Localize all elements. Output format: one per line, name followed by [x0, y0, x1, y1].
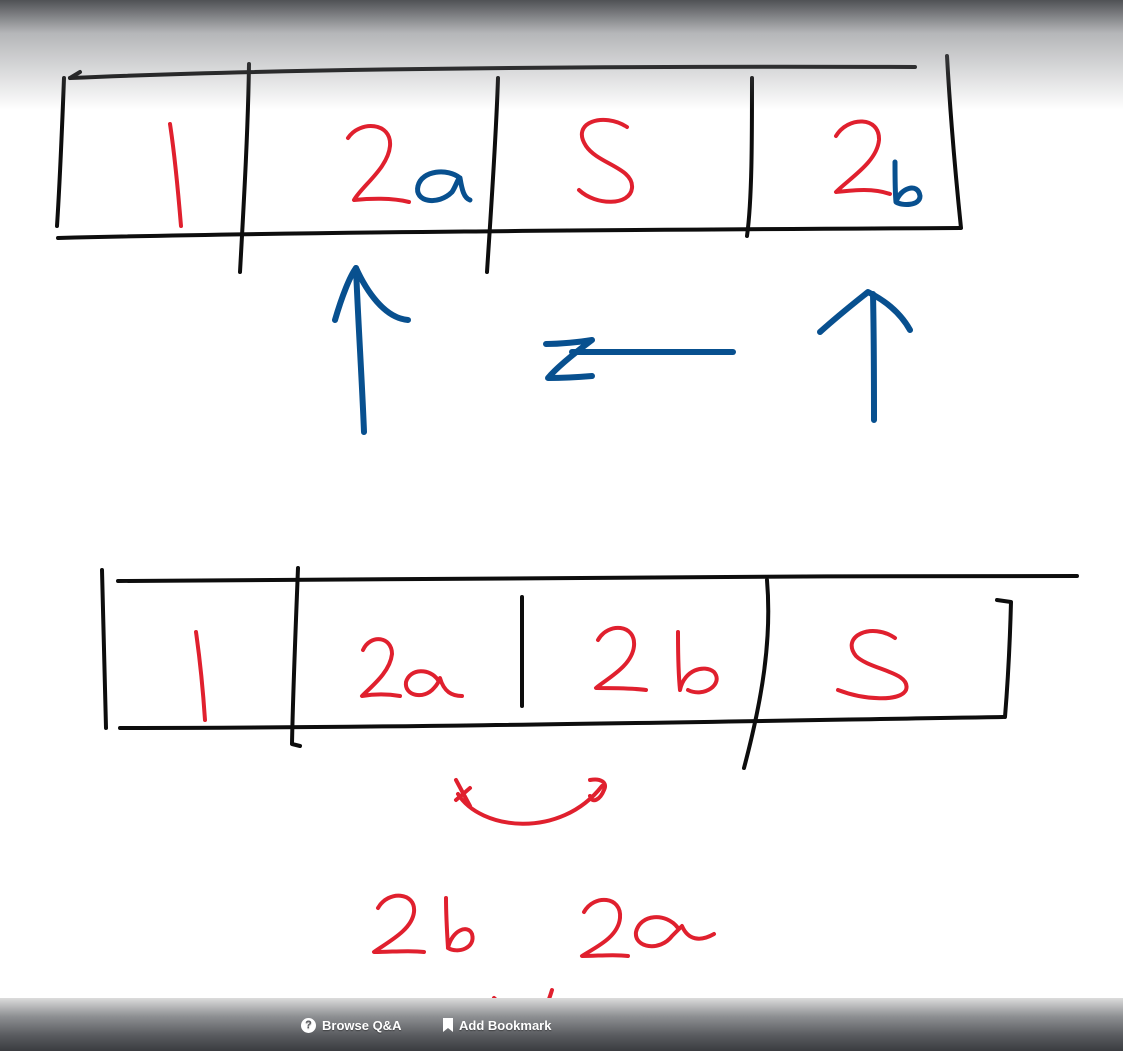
- top-array-divider-2: [485, 76, 500, 274]
- bottom-array-left-border: [100, 568, 108, 730]
- question-circle-icon: ?: [301, 1017, 316, 1033]
- left-arrow-head: [543, 337, 595, 381]
- bottom-cell-2a-letter-a: [403, 669, 464, 698]
- add-bookmark-button[interactable]: Add Bookmark: [443, 1015, 551, 1035]
- bottom-cell-s-glyph: [836, 629, 909, 701]
- top-array-divider-1: [238, 62, 251, 274]
- add-bookmark-label: Add Bookmark: [459, 1017, 552, 1033]
- bottom-array-top-border: [116, 574, 1079, 583]
- up-arrow-left-shaft: [353, 265, 367, 435]
- swapped-2b-digit-two: [372, 893, 426, 954]
- bottom-array-divider-3: [742, 578, 771, 770]
- bottom-array-divider-1: [290, 566, 302, 748]
- top-cell-2b-letter-b: [892, 159, 923, 207]
- up-arrow-right-shaft: [870, 291, 877, 423]
- bottom-cell-1-glyph: [194, 630, 207, 722]
- up-arrow-right-head: [817, 289, 913, 335]
- swap-arc-left-mark: [454, 778, 472, 808]
- up-arrow-left-head: [332, 265, 411, 323]
- top-array: 1: [55, 54, 963, 274]
- browse-qa-label: Browse Q&A: [322, 1017, 402, 1033]
- top-cell-2b-digit-two: [834, 119, 892, 196]
- move-arrows: [332, 265, 913, 435]
- top-cell-s-glyph: [577, 117, 634, 204]
- bottom-cell-2b-digit-two: [594, 625, 648, 692]
- swap-annotation: [454, 777, 607, 826]
- video-toolbar: ? Browse Q&A Add Bookmark: [0, 998, 1123, 1051]
- swapped-2b-letter-b: [444, 896, 475, 953]
- top-array-right-border: [945, 54, 963, 230]
- bottom-cell-2b-letter-b: [676, 630, 719, 695]
- top-array-bottom-border: [56, 226, 962, 240]
- bookmark-icon: [443, 1018, 453, 1032]
- bottom-array-bottom-border: [118, 715, 1005, 730]
- top-array-left-border: [55, 76, 66, 228]
- bottom-array: [100, 566, 1079, 770]
- browse-qa-button[interactable]: ? Browse Q&A: [301, 1015, 401, 1035]
- bottom-array-right-border: [995, 598, 1013, 719]
- top-cell-2a-letter-a: [415, 169, 473, 203]
- bottom-cell-2a-digit-two: [360, 637, 402, 698]
- top-array-top-border: [68, 64, 917, 80]
- swap-arc: [456, 784, 604, 826]
- top-cell-1-glyph: [168, 122, 183, 228]
- swapped-2a-letter-a: [634, 915, 716, 948]
- top-array-divider-3: [745, 76, 754, 238]
- swap-arc-right-mark: [588, 777, 607, 803]
- top-cell-2a-digit-two: [346, 124, 411, 204]
- swapped-2a-digit-two: [580, 897, 630, 958]
